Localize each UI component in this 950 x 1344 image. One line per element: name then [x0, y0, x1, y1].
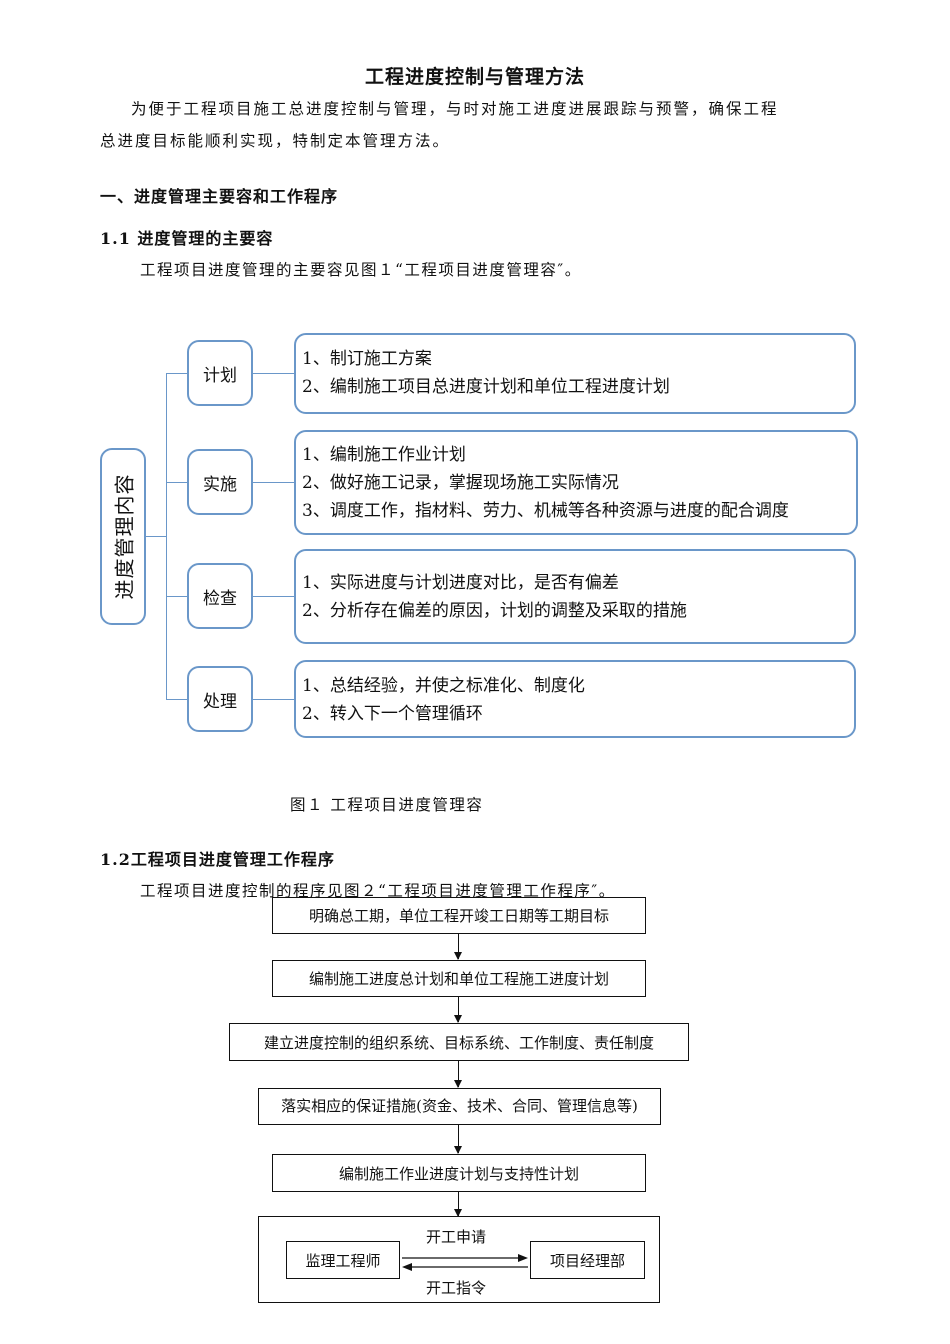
category-plan: 计划	[187, 340, 253, 406]
detail-line-plan	[253, 373, 294, 374]
detail-item: 1、编制施工作业计划	[302, 445, 466, 465]
category-implement: 实施	[187, 449, 253, 515]
order-arrow-head	[402, 1263, 412, 1271]
branch-line-implement	[166, 482, 187, 483]
detail-item: 1、制订施工方案	[302, 349, 432, 369]
root-connector	[146, 536, 166, 537]
section-heading-1-1: 1.1 进度管理的主要容	[100, 229, 274, 248]
detail-line-check	[253, 596, 294, 597]
intro-paragraph: 为便于工程项目施工总进度控制与管理，与时对施工进度进展跟踪与预警，确保工程 总进…	[100, 93, 860, 157]
start-order-label: 开工指令	[426, 1279, 487, 1297]
flow-arrow	[454, 1061, 462, 1088]
flow-arrow	[454, 1125, 462, 1154]
figure-1-caption: 图１ 工程项目进度管理容	[290, 796, 484, 814]
trunk-line	[166, 373, 167, 699]
supervisor-box: 监理工程师	[286, 1241, 400, 1279]
category-implement-label: 实施	[203, 474, 237, 495]
flow-step-3: 建立进度控制的组织系统、目标系统、工作制度、责任制度	[229, 1023, 689, 1061]
branch-line-plan	[166, 373, 187, 374]
detail-line-handle	[253, 699, 294, 700]
flow-arrow	[454, 934, 462, 960]
category-check: 检查	[187, 563, 253, 629]
intro-line-1: 为便于工程项目施工总进度控制与管理，与时对施工进度进展跟踪与预警，确保工程	[131, 100, 779, 118]
flow-step-5: 编制施工作业进度计划与支持性计划	[272, 1154, 646, 1192]
exchange-arrows	[402, 1254, 528, 1271]
branch-line-check	[166, 596, 187, 597]
detail-item: 2、编制施工项目总进度计划和单位工程进度计划	[302, 377, 670, 397]
detail-item: 2、做好施工记录，掌握现场施工实际情况	[302, 473, 619, 493]
document-title: 工程进度控制与管理方法	[364, 66, 585, 88]
detail-item: 2、转入下一个管理循环	[302, 704, 483, 724]
category-handle-label: 处理	[203, 691, 237, 712]
flow-step-4: 落实相应的保证措施(资金、技术、合同、管理信息等)	[258, 1088, 661, 1125]
start-request-label: 开工申请	[426, 1228, 487, 1246]
detail-item: 3、调度工作，指材料、劳力、机械等各种资源与进度的配合调度	[302, 501, 789, 521]
detail-box-check: 1、实际进度与计划进度对比，是否有偏差 2、分析存在偏差的原因，计划的调整及采取…	[294, 549, 856, 644]
branch-line-handle	[166, 699, 187, 700]
section-heading-1: 一、进度管理主要容和工作程序	[100, 187, 339, 206]
detail-item: 1、实际进度与计划进度对比，是否有偏差	[302, 573, 619, 593]
request-arrow-head	[518, 1254, 528, 1262]
flow-arrow	[454, 1192, 462, 1217]
flow-arrow	[454, 997, 462, 1023]
flow-step-2: 编制施工进度总计划和单位工程施工进度计划	[272, 960, 646, 997]
detail-box-plan: 1、制订施工方案 2、编制施工项目总进度计划和单位工程进度计划	[294, 333, 856, 414]
flow-step-1: 明确总工期，单位工程开竣工日期等工期目标	[272, 897, 646, 934]
detail-box-implement: 1、编制施工作业计划 2、做好施工记录，掌握现场施工实际情况 3、调度工作，指材…	[294, 430, 858, 535]
intro-line-2: 总进度目标能顺利实现，特制定本管理方法。	[100, 132, 451, 150]
category-check-label: 检查	[203, 588, 237, 609]
section-1-1-text: 工程项目进度管理的主要容见图１“工程项目进度管理容″。	[140, 261, 582, 279]
category-handle: 处理	[187, 666, 253, 732]
mindmap-root: 进度管理内容	[100, 448, 146, 625]
detail-item: 1、总结经验，并使之标准化、制度化	[302, 676, 585, 696]
detail-box-handle: 1、总结经验，并使之标准化、制度化 2、转入下一个管理循环	[294, 660, 856, 738]
section-heading-1-2: 1.2工程项目进度管理工作程序	[100, 850, 335, 869]
section-1-2-text: 工程项目进度控制的程序见图２“工程项目进度管理工作程序″。	[140, 882, 616, 900]
category-plan-label: 计划	[203, 365, 237, 386]
project-manager-box: 项目经理部	[530, 1241, 645, 1279]
mindmap-root-label: 进度管理内容	[112, 473, 137, 600]
detail-item: 2、分析存在偏差的原因，计划的调整及采取的措施	[302, 601, 687, 621]
detail-line-implement	[253, 482, 294, 483]
